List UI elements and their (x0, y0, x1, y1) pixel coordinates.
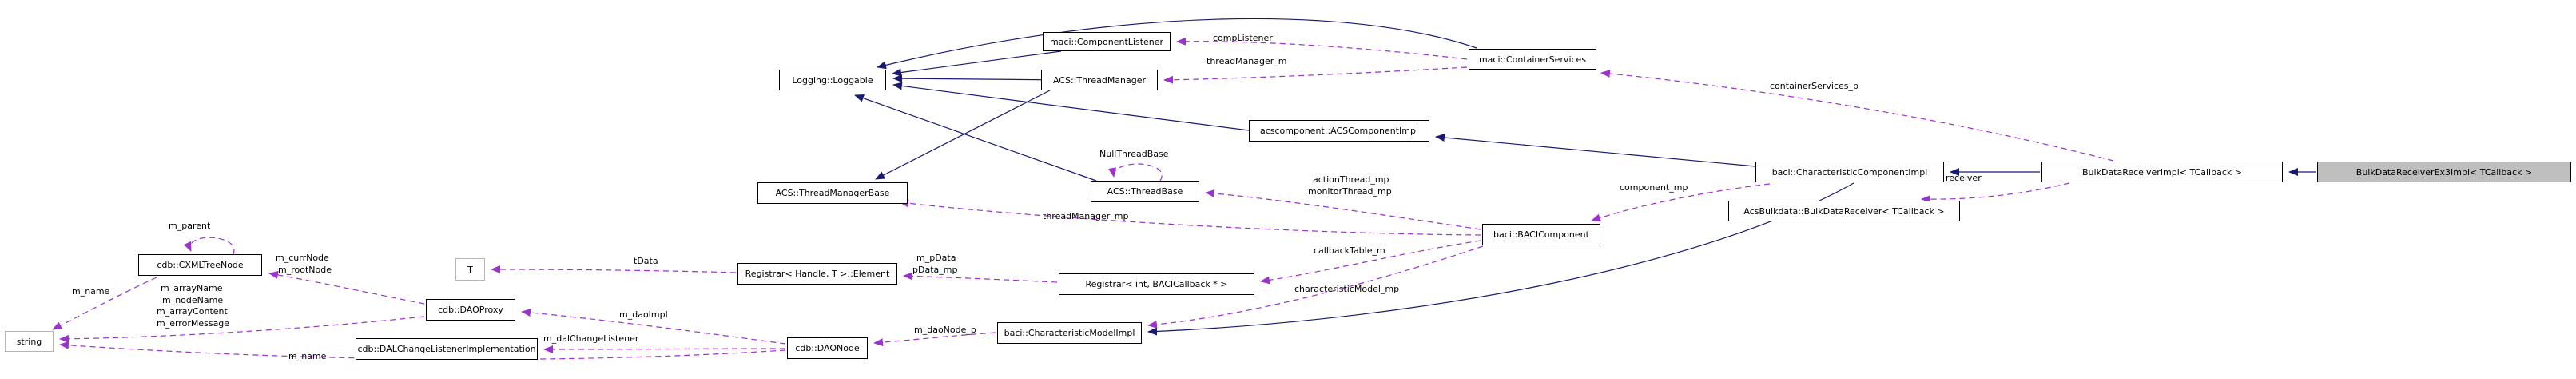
usage-threadmanager-mp (899, 199, 1481, 236)
class-node-baci-component[interactable]: baci::BACIComponent (1482, 224, 1600, 245)
class-node-bulk-data-receiver-impl[interactable]: BulkDataReceiverImpl< TCallback > (2041, 162, 2283, 182)
receiver-label: receiver (1946, 173, 1982, 183)
action-thread-mp-label: actionThread_mp (1313, 174, 1389, 185)
usage-nullthreadbase-loop (1108, 163, 1163, 182)
p-data-mp-label: pData_mp (912, 265, 958, 275)
usage-tdata (491, 265, 737, 274)
inherit-threadmanager-threadmanagerbase (875, 90, 1051, 180)
monitor-thread-mp-label: monitorThread_mp (1308, 186, 1392, 197)
usage-component-mp (1591, 183, 1771, 222)
class-node-container-services[interactable]: maci::ContainerServices (1469, 49, 1596, 70)
container-services-p-label: containerServices_p (1770, 81, 1858, 91)
m-array-content-label: m_arrayContent (157, 306, 228, 317)
inherit-charcompimpl-acscomponentimpl (1435, 134, 1756, 167)
t-data-label: tData (634, 256, 658, 266)
class-node-dal-change-listener-implementation[interactable]: cdb::DALChangeListenerImplementation (356, 338, 538, 360)
m-name-upper-label: m_name (72, 286, 110, 297)
class-node-thread-base[interactable]: ACS::ThreadBase (1091, 181, 1199, 202)
usage-callbacktable-m (1260, 240, 1481, 285)
usage-m-name-upper (52, 277, 157, 330)
m-dao-node-p-label: m_daoNode_p (914, 325, 976, 335)
null-thread-base-label: NullThreadBase (1099, 149, 1169, 159)
class-node-bulk-data-receiver-ex3-impl[interactable]: BulkDataReceiverEx3Impl< TCallback > (2317, 162, 2571, 182)
class-node-t-param: T (455, 258, 485, 281)
class-node-component-listener[interactable]: maci::ComponentListener (1043, 32, 1171, 51)
class-node-registrar-int-bacicallback[interactable]: Registrar< int, BACICallback * > (1059, 273, 1254, 295)
m-p-data-label: m_pData (916, 253, 956, 263)
class-node-dao-proxy[interactable]: cdb::DAOProxy (426, 299, 515, 321)
usage-receiver (1921, 182, 2070, 204)
inherit-acscomponentimpl-loggable (892, 82, 1250, 131)
m-curr-node-label: m_currNode (276, 253, 329, 263)
m-node-name-label: m_nodeName (162, 295, 224, 305)
thread-manager-mp-label: threadManager_mp (1043, 211, 1129, 221)
inherit-containerservices-loggable (877, 18, 1477, 70)
class-node-acs-component-impl[interactable]: acscomponent::ACSComponentImpl (1249, 120, 1429, 142)
usage-m-daonode-p (873, 332, 996, 347)
inherit-componentlistener-loggable (892, 50, 1062, 77)
class-node-cxml-tree-node[interactable]: cdb::CXMLTreeNode (138, 254, 262, 276)
usage-m-parent-loop (183, 237, 235, 255)
class-node-loggable[interactable]: Logging::Loggable (779, 70, 886, 90)
callback-table-m-label: callbackTable_m (1314, 245, 1385, 256)
component-mp-label: component_mp (1620, 182, 1688, 193)
usage-m-currnode (268, 270, 425, 305)
characteristic-model-mp-label: characteristicModel_mp (1294, 284, 1400, 294)
usage-threadmanager-m (1163, 66, 1468, 84)
m-root-node-label: m_rootNode (278, 265, 332, 275)
usage-m-pdata (903, 272, 1058, 283)
class-node-string: string (5, 331, 54, 352)
thread-manager-m-label: threadManager_m (1207, 56, 1287, 66)
class-node-thread-manager-base[interactable]: ACS::ThreadManagerBase (757, 182, 908, 204)
m-error-message-label: m_errorMessage (157, 318, 230, 329)
class-node-thread-manager[interactable]: ACS::ThreadManager (1041, 70, 1158, 90)
class-node-dao-node[interactable]: cdb::DAONode (787, 337, 868, 359)
usage-actionthread (1205, 189, 1481, 230)
m-dao-impl-label: m_daoImpl (619, 309, 668, 320)
usage-m-daoimpl (521, 309, 786, 345)
class-node-registrar-element[interactable]: Registrar< Handle, T >::Element (737, 263, 897, 285)
usage-m-array-fields (59, 316, 425, 343)
m-array-name-label: m_arrayName (161, 283, 223, 293)
usage-characteristicmodel-mp (1147, 245, 1484, 329)
class-node-acs-bulkdata-receiver[interactable]: AcsBulkdata::BulkDataReceiver< TCallback… (1728, 201, 1960, 221)
inherit-threadbase-loggable (854, 94, 1097, 182)
class-node-characteristic-model-impl[interactable]: baci::CharacteristicModelImpl (997, 322, 1142, 344)
m-parent-label: m_parent (169, 221, 211, 231)
comp-listener-label: compListener (1213, 33, 1273, 43)
m-name-bottom-label: m_name (288, 351, 327, 361)
usage-complistener (1176, 37, 1468, 60)
m-dal-change-listener-label: m_dalChangeListener (543, 333, 639, 344)
class-node-characteristic-component-impl[interactable]: baci::CharacteristicComponentImpl (1755, 162, 1944, 182)
